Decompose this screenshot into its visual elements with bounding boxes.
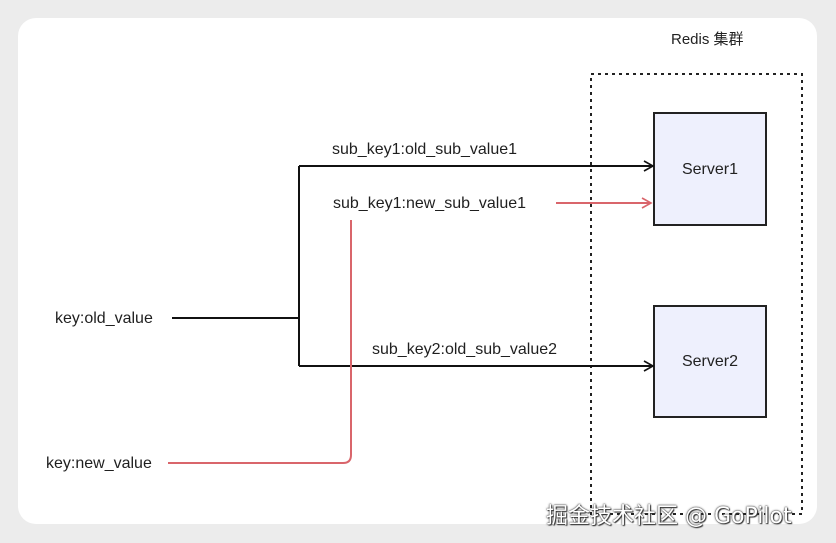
server1-box (653, 112, 767, 226)
cluster-title: Redis 集群 (671, 31, 744, 48)
source-label-old: key:old_value (55, 310, 153, 327)
watermark: 掘金技术社区 @ GoPilot (546, 504, 792, 529)
edge-label-sub2-old: sub_key2:old_sub_value2 (372, 341, 558, 358)
server2-label: Server2 (681, 353, 739, 370)
server1-label: Server1 (681, 161, 739, 178)
cluster-border (590, 73, 803, 515)
edge-label-sub1-new: sub_key1:new_sub_value1 (333, 195, 527, 212)
source-label-new: key:new_value (46, 455, 152, 472)
edge-label-sub1-old: sub_key1:old_sub_value1 (332, 141, 518, 158)
diagram-card (18, 18, 817, 524)
new-source-line (168, 220, 352, 464)
